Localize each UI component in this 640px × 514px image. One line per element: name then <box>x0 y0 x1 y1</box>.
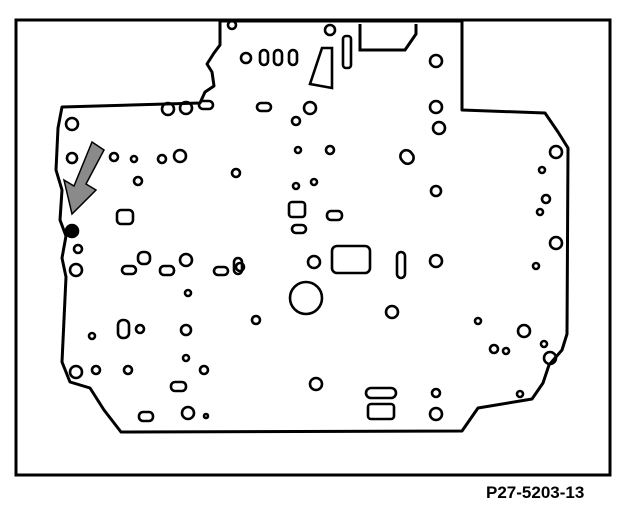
hole <box>431 120 447 136</box>
hole <box>183 288 193 298</box>
hole-large <box>288 280 324 316</box>
hole <box>64 223 80 239</box>
hole <box>181 353 191 363</box>
hole <box>428 53 444 69</box>
hole <box>323 23 337 37</box>
slot <box>290 223 308 235</box>
hole <box>179 323 193 337</box>
hole <box>234 261 246 273</box>
top-notch <box>358 24 418 52</box>
hole <box>539 339 549 349</box>
hole <box>428 253 444 269</box>
slot <box>364 386 398 400</box>
slot <box>287 200 307 219</box>
plate-holes <box>64 19 564 422</box>
slot <box>212 265 230 277</box>
hole <box>202 412 210 420</box>
down-left-arrow-icon <box>62 140 105 216</box>
hole <box>430 387 442 399</box>
hole <box>501 346 511 356</box>
hole <box>180 405 196 421</box>
slot <box>325 209 344 222</box>
hole <box>293 145 303 155</box>
slot <box>255 101 273 113</box>
slot-large <box>330 244 372 275</box>
hole <box>429 184 443 198</box>
slot <box>232 256 244 276</box>
hole <box>239 51 253 65</box>
hole <box>324 144 336 156</box>
hole <box>226 19 238 31</box>
hole <box>65 151 79 165</box>
hole <box>488 343 500 355</box>
hole <box>309 177 319 187</box>
slot <box>366 402 396 421</box>
hole <box>230 167 242 179</box>
hole <box>178 100 194 116</box>
hole <box>308 376 324 392</box>
hole <box>531 261 541 271</box>
slot <box>272 48 284 67</box>
hole <box>108 151 120 163</box>
hole <box>540 193 552 205</box>
hole <box>68 262 84 278</box>
figure-code-label: P27-5203-13 <box>486 483 585 502</box>
hole <box>64 116 80 132</box>
slot <box>169 380 188 393</box>
hole <box>302 100 318 116</box>
slot <box>399 148 415 166</box>
slot <box>341 34 353 70</box>
hole <box>160 101 176 117</box>
hole <box>473 316 483 326</box>
slot <box>116 318 131 340</box>
slot <box>115 208 135 226</box>
hole <box>134 323 146 335</box>
slot-tapered <box>308 46 334 90</box>
hole <box>515 389 525 399</box>
hole <box>428 99 444 115</box>
hole <box>172 148 188 164</box>
hole <box>178 252 194 268</box>
hole <box>72 243 84 255</box>
slot <box>395 250 407 280</box>
hole <box>542 350 558 366</box>
hole <box>516 323 532 339</box>
hole <box>129 154 139 164</box>
plate-outline <box>54 19 570 434</box>
slot <box>287 48 299 67</box>
hole <box>122 364 134 376</box>
hole <box>198 364 210 376</box>
hole <box>535 207 545 217</box>
slot <box>136 250 152 266</box>
hole <box>384 304 400 320</box>
hole <box>132 175 144 187</box>
slot <box>120 264 138 276</box>
slot <box>197 99 215 111</box>
hole <box>156 153 168 165</box>
hole <box>428 406 444 422</box>
plate-slots <box>115 34 415 423</box>
hole <box>548 144 564 160</box>
hole <box>250 314 262 326</box>
hole <box>87 331 97 341</box>
hole <box>68 364 84 380</box>
hole <box>90 364 102 376</box>
hole <box>291 181 301 191</box>
hole <box>537 165 547 175</box>
hole <box>290 115 302 127</box>
hole <box>548 235 564 251</box>
slot <box>158 264 176 277</box>
slot <box>137 410 155 423</box>
slot <box>258 48 270 67</box>
outer-frame <box>14 18 612 477</box>
hole <box>306 254 322 270</box>
